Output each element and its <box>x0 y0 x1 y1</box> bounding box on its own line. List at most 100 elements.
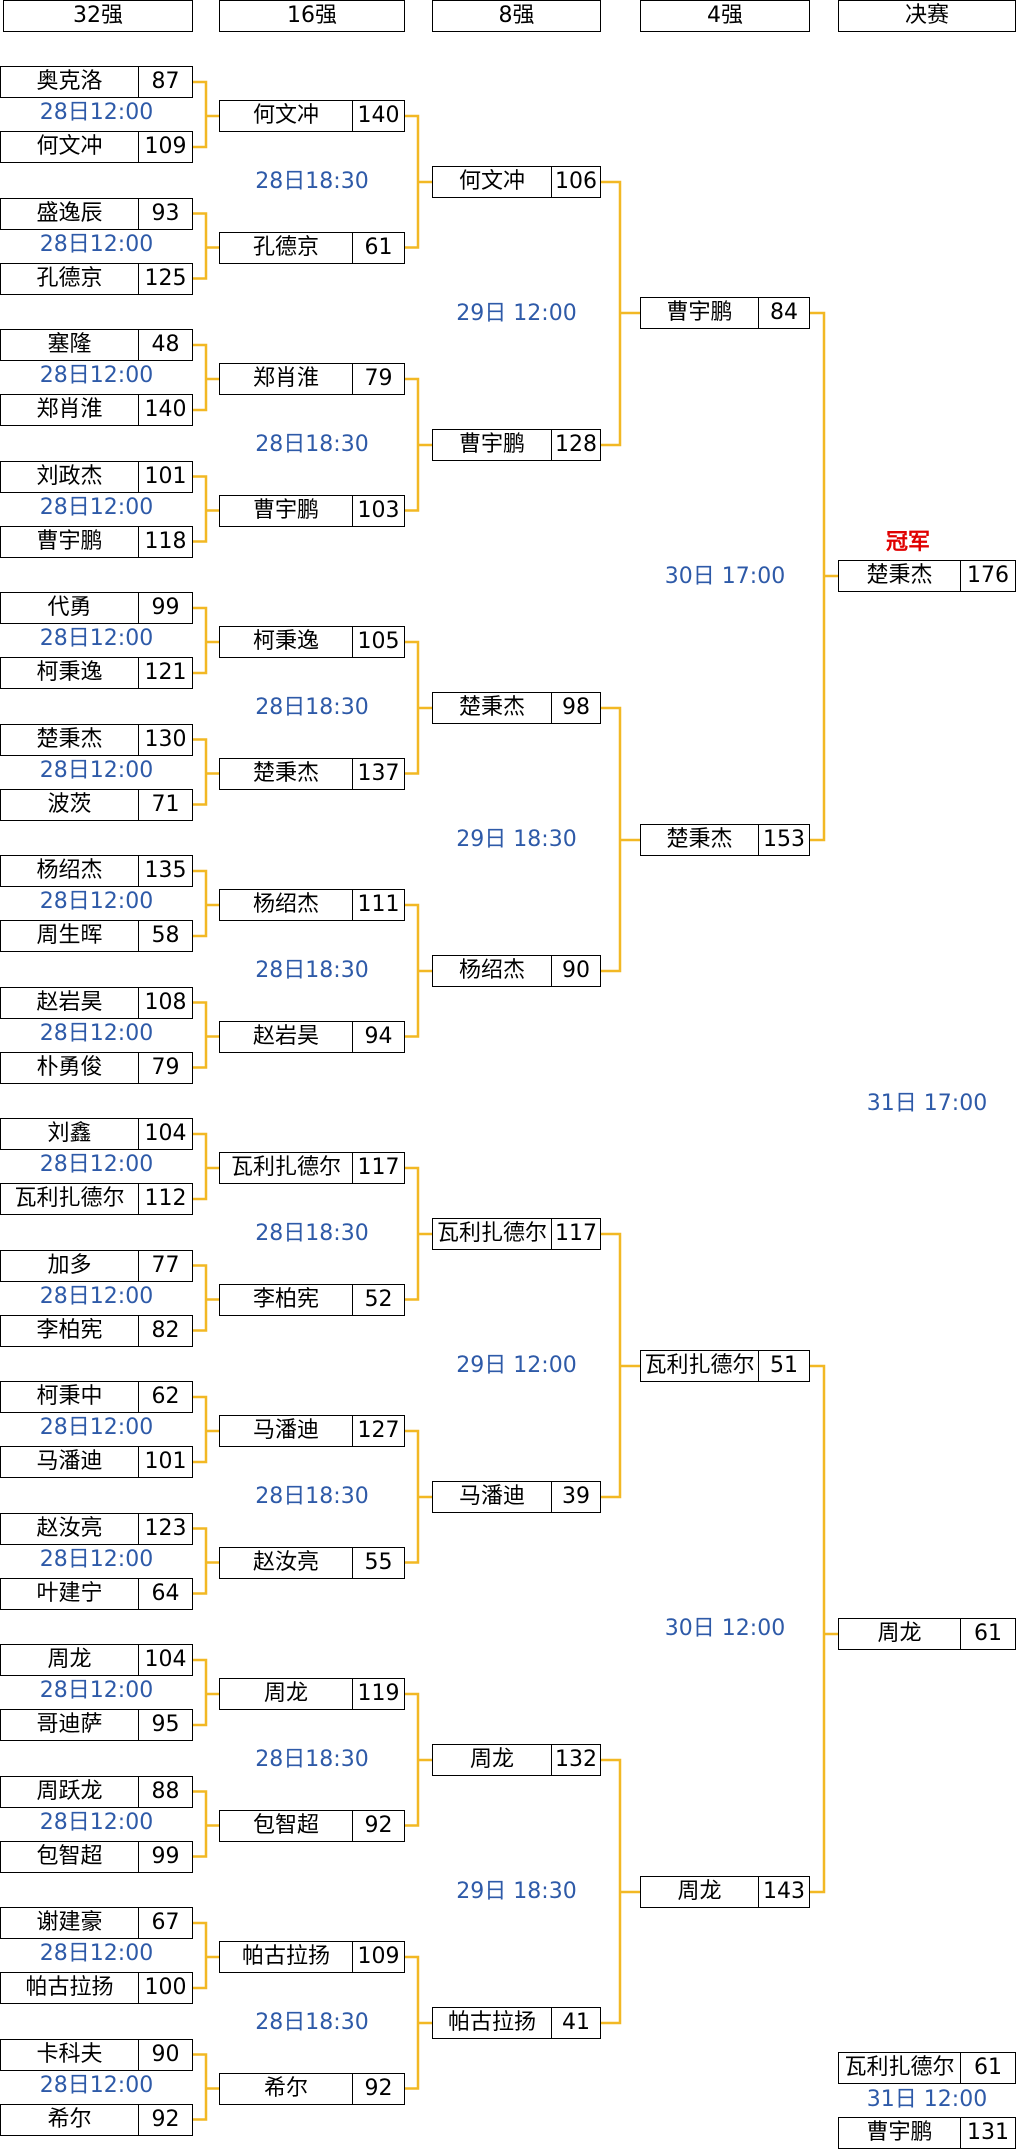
team-name: 何文冲 <box>433 167 552 197</box>
bracket-connector <box>405 640 432 775</box>
team-score: 127 <box>357 1418 400 1443</box>
round-header-8: 8强 <box>432 0 601 32</box>
team-name: 瓦利扎德尔 <box>433 1219 552 1249</box>
match-time: 28日18:30 <box>255 168 369 194</box>
round-header-final: 决赛 <box>838 0 1016 32</box>
team-name: 何文冲 <box>220 101 353 131</box>
bracket-connector <box>193 1527 219 1595</box>
round-header-16: 16强 <box>219 0 405 32</box>
team-score: 119 <box>357 1681 400 1706</box>
team-name: 马潘迪 <box>1 1447 139 1477</box>
bracket-connector <box>193 212 219 280</box>
team-score: 125 <box>144 265 187 291</box>
team-name: 马潘迪 <box>220 1416 353 1446</box>
team-score: 94 <box>364 1023 393 1049</box>
team-name: 希尔 <box>1 2104 139 2135</box>
team-name: 柯秉逸 <box>1 658 139 688</box>
team-name: 周跃龙 <box>1 1776 139 1807</box>
match-time: 31日 17:00 <box>866 1091 988 1116</box>
team-score: 79 <box>364 366 393 391</box>
round-header-4: 4强 <box>640 0 810 32</box>
match-time: 28日18:30 <box>255 1746 369 1772</box>
match-time: 28日12:00 <box>39 1283 154 1309</box>
team-score: 99 <box>151 1843 180 1869</box>
team-score: 117 <box>357 1155 400 1180</box>
match-time: 30日 12:00 <box>664 1616 786 1641</box>
team-name: 帕古拉扬 <box>220 1942 353 1972</box>
team-name: 包智超 <box>1 1841 139 1872</box>
team-score: 117 <box>555 1221 597 1246</box>
team-name: 周龙 <box>1 1645 139 1675</box>
bracket-connector <box>193 1395 219 1464</box>
team-name: 楚秉杰 <box>1 724 139 755</box>
team-score: 143 <box>763 1879 805 1904</box>
r32-match-14-bottom-team: 包智超 99 <box>0 1840 193 1873</box>
team-name: 曹宇鹏 <box>220 495 353 526</box>
team-score: 99 <box>151 595 180 620</box>
team-name: 柯秉逸 <box>220 627 353 657</box>
team-name: 刘鑫 <box>1 1119 139 1149</box>
team-score: 153 <box>763 827 805 852</box>
bracket-connector <box>405 1955 432 2090</box>
team-score: 137 <box>357 760 400 786</box>
team-score: 84 <box>770 300 798 325</box>
match-time: 29日 12:00 <box>456 300 577 326</box>
bracket-connector <box>193 80 219 149</box>
team-score: 41 <box>562 2010 590 2035</box>
team-name: 刘政杰 <box>1 461 139 492</box>
team-name: 何文冲 <box>1 132 139 162</box>
match-time: 29日 18:30 <box>456 1878 577 1904</box>
bracket-connector <box>193 1790 219 1858</box>
team-name: 柯秉中 <box>1 1382 139 1412</box>
team-name: 哥迪萨 <box>1 1710 139 1740</box>
team-name: 瓦利扎德尔 <box>839 2053 961 2083</box>
team-name: 杨绍杰 <box>1 856 139 886</box>
team-name: 曹宇鹏 <box>839 2118 961 2148</box>
team-score: 52 <box>364 1286 393 1312</box>
team-name: 瓦利扎德尔 <box>641 1351 759 1381</box>
team-score: 39 <box>562 1484 590 1509</box>
bracket-connector <box>405 377 432 512</box>
match-time: 28日12:00 <box>39 1941 154 1966</box>
match-time: 31日 12:00 <box>866 2087 988 2112</box>
team-name: 波茨 <box>1 789 139 820</box>
team-score: 128 <box>555 432 597 457</box>
team-score: 87 <box>151 69 180 94</box>
bracket-connector <box>601 180 640 447</box>
team-score: 98 <box>562 695 590 720</box>
team-score: 132 <box>555 1747 597 1772</box>
team-score: 118 <box>144 528 187 554</box>
team-score: 105 <box>357 629 400 654</box>
team-score: 109 <box>144 134 187 159</box>
team-score: 108 <box>144 989 187 1015</box>
team-name: 包智超 <box>220 1810 353 1841</box>
team-score: 112 <box>144 1186 187 1211</box>
team-name: 郑肖淮 <box>1 395 139 425</box>
